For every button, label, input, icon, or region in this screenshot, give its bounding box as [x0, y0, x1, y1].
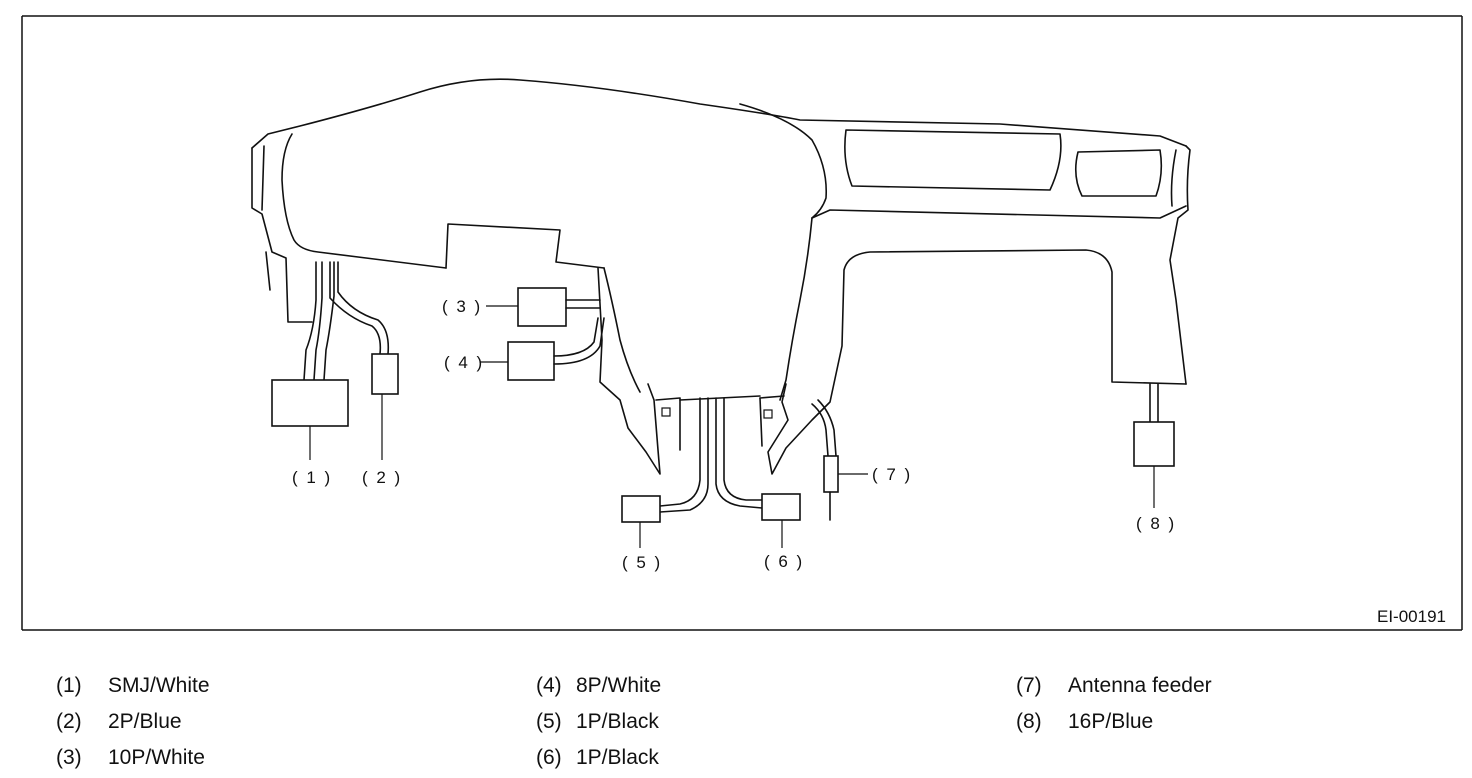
legend-item: (5) 1P/Black — [536, 704, 661, 740]
legend-column-1: (1) SMJ/White (2) 2P/Blue (3) 10P/White — [56, 668, 210, 776]
legend-label: 2P/Blue — [108, 710, 182, 733]
harness-lower — [621, 397, 801, 548]
legend-number: (8) — [1016, 710, 1042, 733]
legend-number: (7) — [1016, 674, 1042, 697]
callout-5: ( 5 ) — [622, 553, 662, 572]
legend-column-2: (4) 8P/White (5) 1P/Black (6) 1P/Black — [536, 668, 661, 776]
legend-item: (2) 2P/Blue — [56, 704, 210, 740]
figure-id: EI-00191 — [1377, 607, 1446, 626]
legend-number: (5) — [536, 710, 562, 733]
legend-column-3: (7) Antenna feeder (8) 16P/Blue — [1016, 668, 1212, 740]
legend-label: SMJ/White — [108, 674, 210, 697]
connector-4 — [507, 341, 555, 381]
connector-8 — [1133, 421, 1175, 467]
legend-label: 1P/Black — [576, 710, 659, 733]
legend-number: (6) — [536, 746, 562, 769]
connector-6 — [761, 493, 801, 521]
callout-1: ( 1 ) — [292, 468, 332, 487]
callout-8: ( 8 ) — [1136, 514, 1176, 533]
connector-3 — [517, 287, 567, 327]
legend-label: 1P/Black — [576, 746, 659, 769]
harness-left — [271, 261, 399, 460]
connector-7 — [823, 455, 839, 493]
legend-item: (3) 10P/White — [56, 740, 210, 776]
legend-label: 16P/Blue — [1068, 710, 1154, 733]
legend: (1) SMJ/White (2) 2P/Blue (3) 10P/White (4)… — [0, 668, 1472, 778]
callout-7: ( 7 ) — [872, 465, 912, 484]
callout-6: ( 6 ) — [764, 552, 804, 571]
instrument-panel — [251, 78, 1191, 475]
harness-right — [1133, 383, 1175, 508]
legend-number: (2) — [56, 710, 82, 733]
legend-label: Antenna feeder — [1068, 674, 1212, 697]
callout-3: ( 3 ) — [442, 297, 482, 316]
legend-item: (1) SMJ/White — [56, 668, 210, 704]
connector-2 — [371, 353, 399, 395]
legend-label: 10P/White — [108, 746, 205, 769]
legend-number: (1) — [56, 674, 82, 697]
legend-number: (4) — [536, 674, 562, 697]
legend-item: (8) 16P/Blue — [1016, 704, 1212, 740]
harness-antenna — [811, 399, 868, 521]
callout-2: ( 2 ) — [362, 468, 402, 487]
legend-item: (4) 8P/White — [536, 668, 661, 704]
dashboard-harness-diagram: ( 1 ) ( 2 ) ( 3 ) ( 4 ) ( 5 ) ( 6 ) ( 7 … — [21, 15, 1463, 631]
connector-5 — [621, 495, 661, 523]
diagram-frame: ( 1 ) ( 2 ) ( 3 ) ( 4 ) ( 5 ) ( 6 ) ( 7 … — [21, 15, 1463, 631]
harness-center — [480, 287, 605, 381]
callout-4: ( 4 ) — [444, 353, 484, 372]
legend-label: 8P/White — [576, 674, 662, 697]
connector-1 — [271, 379, 349, 427]
legend-item: (6) 1P/Black — [536, 740, 661, 776]
legend-number: (3) — [56, 746, 82, 769]
legend-item: (7) Antenna feeder — [1016, 668, 1212, 704]
